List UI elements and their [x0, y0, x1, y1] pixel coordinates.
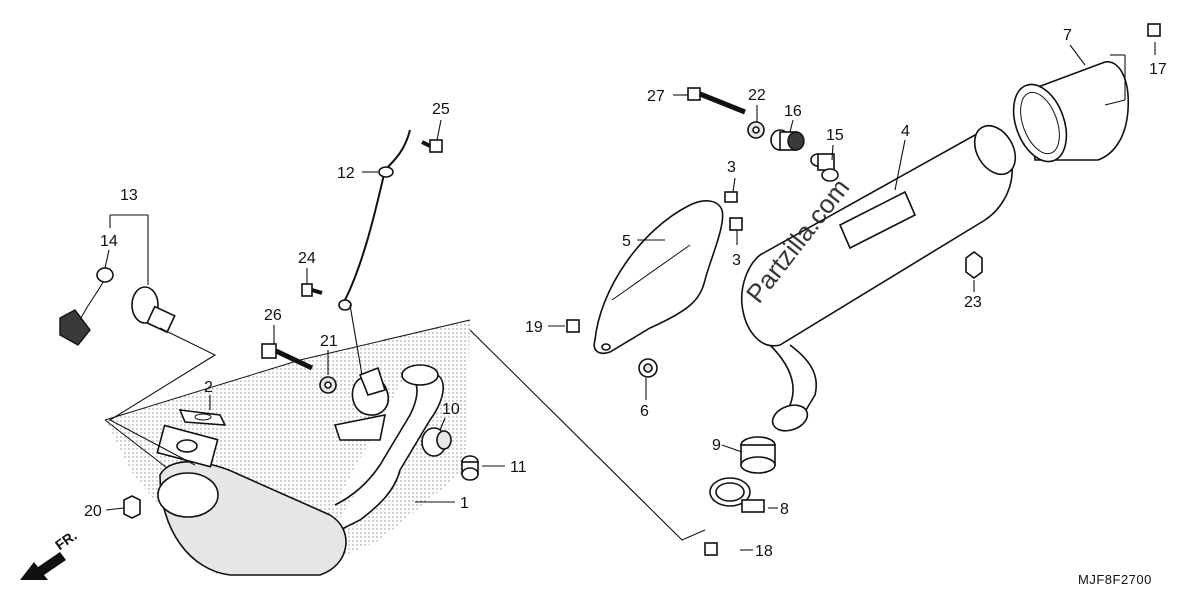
callout-27: 27: [647, 88, 665, 105]
clip-3: [724, 191, 743, 231]
callout-21: 21: [320, 333, 338, 350]
leader-lines: [104, 42, 1156, 551]
callout-18: 18: [755, 543, 773, 560]
washer-21: [319, 376, 337, 394]
callout-10: 10: [442, 401, 460, 418]
callout-23: 23: [964, 294, 982, 311]
bolt-18: [704, 542, 718, 556]
bolt-25: [421, 139, 443, 153]
bolt-19: [566, 319, 580, 333]
callout-3-lower: 3: [732, 252, 741, 269]
muffler-end-cap-7: [1012, 61, 1130, 163]
callout-20: 20: [84, 503, 102, 520]
callout-22: 22: [748, 87, 766, 104]
bolt-27: [687, 87, 746, 115]
callout-5: 5: [622, 233, 631, 250]
clamp-8: [709, 477, 765, 513]
callout-11: 11: [510, 459, 527, 476]
screw-17: [1147, 23, 1161, 37]
bolt-26: [261, 343, 314, 371]
bolt-24: [301, 283, 323, 297]
callout-19: 19: [525, 319, 543, 336]
callout-24: 24: [298, 250, 316, 267]
callout-15: 15: [826, 127, 844, 144]
gasket-9: [740, 436, 776, 474]
callout-12: 12: [337, 165, 355, 182]
callout-3-upper: 3: [727, 159, 736, 176]
nut-20: [123, 495, 141, 519]
muffler-4: [740, 124, 1017, 432]
callout-25: 25: [432, 101, 450, 118]
collar-11: [461, 455, 479, 481]
washer-22: [747, 121, 765, 139]
gasket-2: [178, 409, 227, 426]
grommet-10: [421, 427, 452, 457]
bushing-16: [770, 129, 805, 151]
callout-17: 17: [1149, 61, 1167, 78]
sensor-cable-12: [338, 129, 411, 396]
exhaust-pipe-assembly: [156, 364, 444, 576]
callout-26: 26: [264, 307, 282, 324]
callout-13: 13: [120, 187, 138, 204]
front-direction-arrow-icon: [20, 552, 66, 580]
callout-1: 1: [460, 495, 469, 512]
callout-6: 6: [640, 403, 649, 420]
callouts: 1 2 3 3 4 5 6 7 8 9 10 11 12 13 14 15 16…: [84, 27, 1167, 560]
muffler-heat-shield-5: [593, 200, 724, 355]
callout-8: 8: [780, 501, 789, 518]
grommet-6: [638, 358, 658, 378]
o2-sensor-13: [59, 267, 176, 346]
nut-23: [965, 251, 983, 279]
callout-2: 2: [204, 379, 213, 396]
drawing-code: MJF8F2700: [1078, 572, 1152, 587]
callout-9: 9: [712, 437, 721, 454]
callout-4: 4: [901, 123, 910, 140]
callout-16: 16: [784, 103, 802, 120]
callout-7: 7: [1063, 27, 1072, 44]
collar-15: [810, 153, 839, 182]
callout-14: 14: [100, 233, 118, 250]
